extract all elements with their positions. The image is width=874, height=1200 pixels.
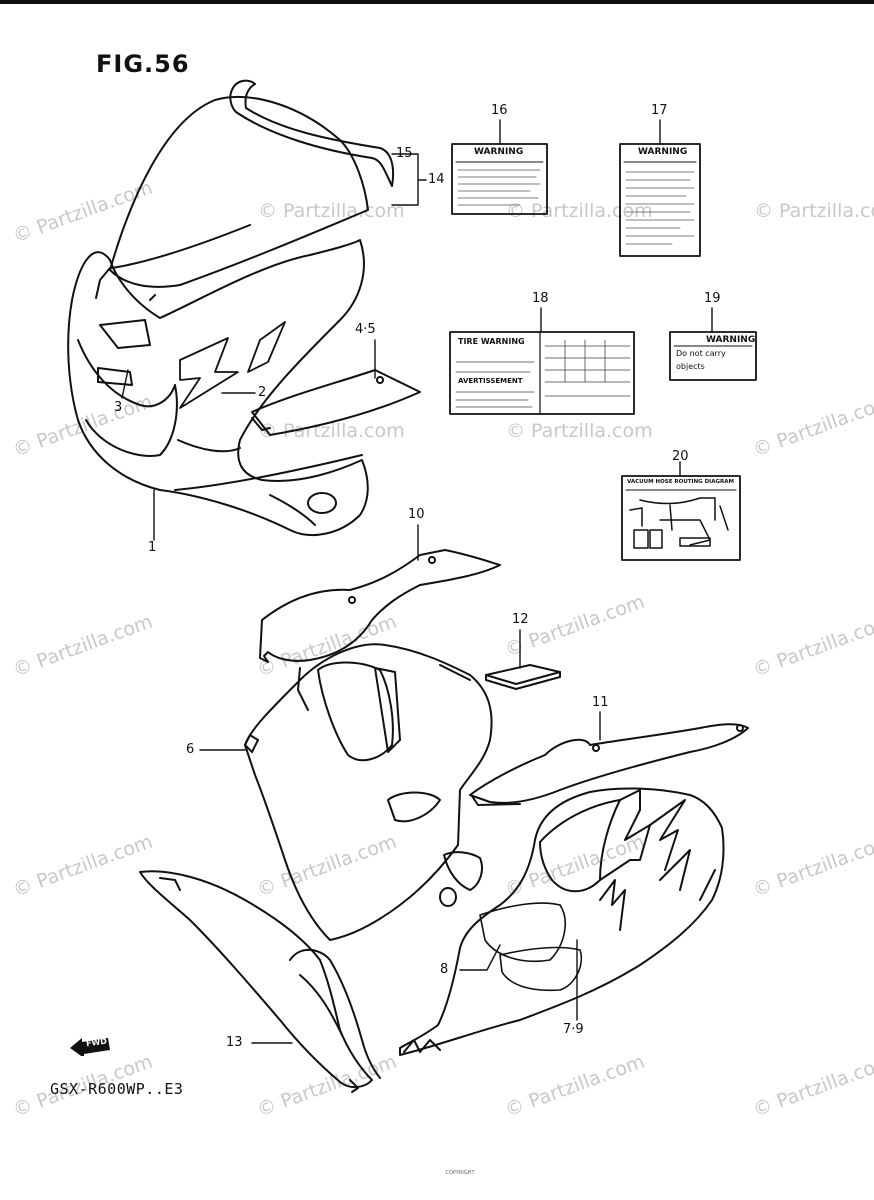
- trim-part-15[interactable]: [229, 79, 395, 187]
- tire-label-part-18[interactable]: [449, 331, 635, 415]
- watermark: © Partzilla.com: [754, 200, 874, 222]
- label-17-heading: WARNING: [638, 147, 688, 157]
- callout-13[interactable]: 13: [226, 1035, 243, 1050]
- callout-14[interactable]: 14: [428, 172, 445, 187]
- callout-17[interactable]: 17: [651, 103, 668, 118]
- inner-panel-part-10[interactable]: [259, 549, 501, 663]
- decal-part-2[interactable]: [179, 321, 286, 409]
- label-19-objects: objects: [676, 362, 705, 371]
- bracket-part-4-5[interactable]: [251, 369, 421, 436]
- label-16-heading: WARNING: [474, 147, 524, 157]
- label-20-heading: VACUUM HOSE ROUTING DIAGRAM: [627, 479, 734, 485]
- label-18-avertissement: AVERTISSEMENT: [458, 377, 523, 385]
- warning-label-part-19[interactable]: [669, 331, 757, 381]
- under-bracket-part-11[interactable]: [469, 723, 749, 806]
- callout-8[interactable]: 8: [440, 962, 449, 977]
- watermark: © Partzilla.com: [506, 420, 653, 442]
- callout-2[interactable]: 2: [258, 385, 267, 400]
- warning-label-part-17[interactable]: [619, 143, 701, 257]
- front-arrow-icon: [70, 1038, 110, 1056]
- watermark: © Partzilla.com: [258, 420, 405, 442]
- callout-11[interactable]: 11: [592, 695, 609, 710]
- label-18-tire-warning: TIRE WARNING: [458, 337, 525, 346]
- upper-cowling-part-1[interactable]: [67, 239, 369, 536]
- label-19-do-not-carry: Do not carry: [676, 349, 726, 358]
- callout-10[interactable]: 10: [408, 507, 425, 522]
- callout-3[interactable]: 3: [114, 400, 123, 415]
- label-19-heading: WARNING: [706, 335, 756, 345]
- callout-19[interactable]: 19: [704, 291, 721, 306]
- fine-print: COPYRIGHT: [445, 1170, 475, 1176]
- watermark: © Partzilla.com: [506, 200, 653, 222]
- lower-cowling-part-8[interactable]: [399, 787, 725, 1056]
- grommet-part[interactable]: [439, 851, 483, 907]
- callout-12[interactable]: 12: [512, 612, 529, 627]
- leader-lines: [121, 119, 713, 1044]
- pad-part-12[interactable]: [485, 664, 561, 690]
- vacuum-hose-label-part-20[interactable]: [621, 475, 741, 561]
- callout-1[interactable]: 1: [148, 540, 157, 555]
- figure-title: FIG.56: [96, 50, 190, 78]
- lower-panel-part-13[interactable]: [139, 870, 381, 1093]
- callout-4-5[interactable]: 4·5: [355, 322, 376, 337]
- callout-15[interactable]: 15: [396, 146, 413, 161]
- callout-6[interactable]: 6: [186, 742, 195, 757]
- side-cowling-part-6[interactable]: [244, 643, 493, 941]
- callout-20[interactable]: 20: [672, 449, 689, 464]
- callout-7-9[interactable]: 7·9: [563, 1022, 584, 1037]
- model-code: GSX-R600WP..E3: [50, 1080, 184, 1098]
- windscreen-part-14[interactable]: [109, 96, 369, 301]
- callout-16[interactable]: 16: [491, 103, 508, 118]
- top-border: [0, 0, 874, 4]
- callout-18[interactable]: 18: [532, 291, 549, 306]
